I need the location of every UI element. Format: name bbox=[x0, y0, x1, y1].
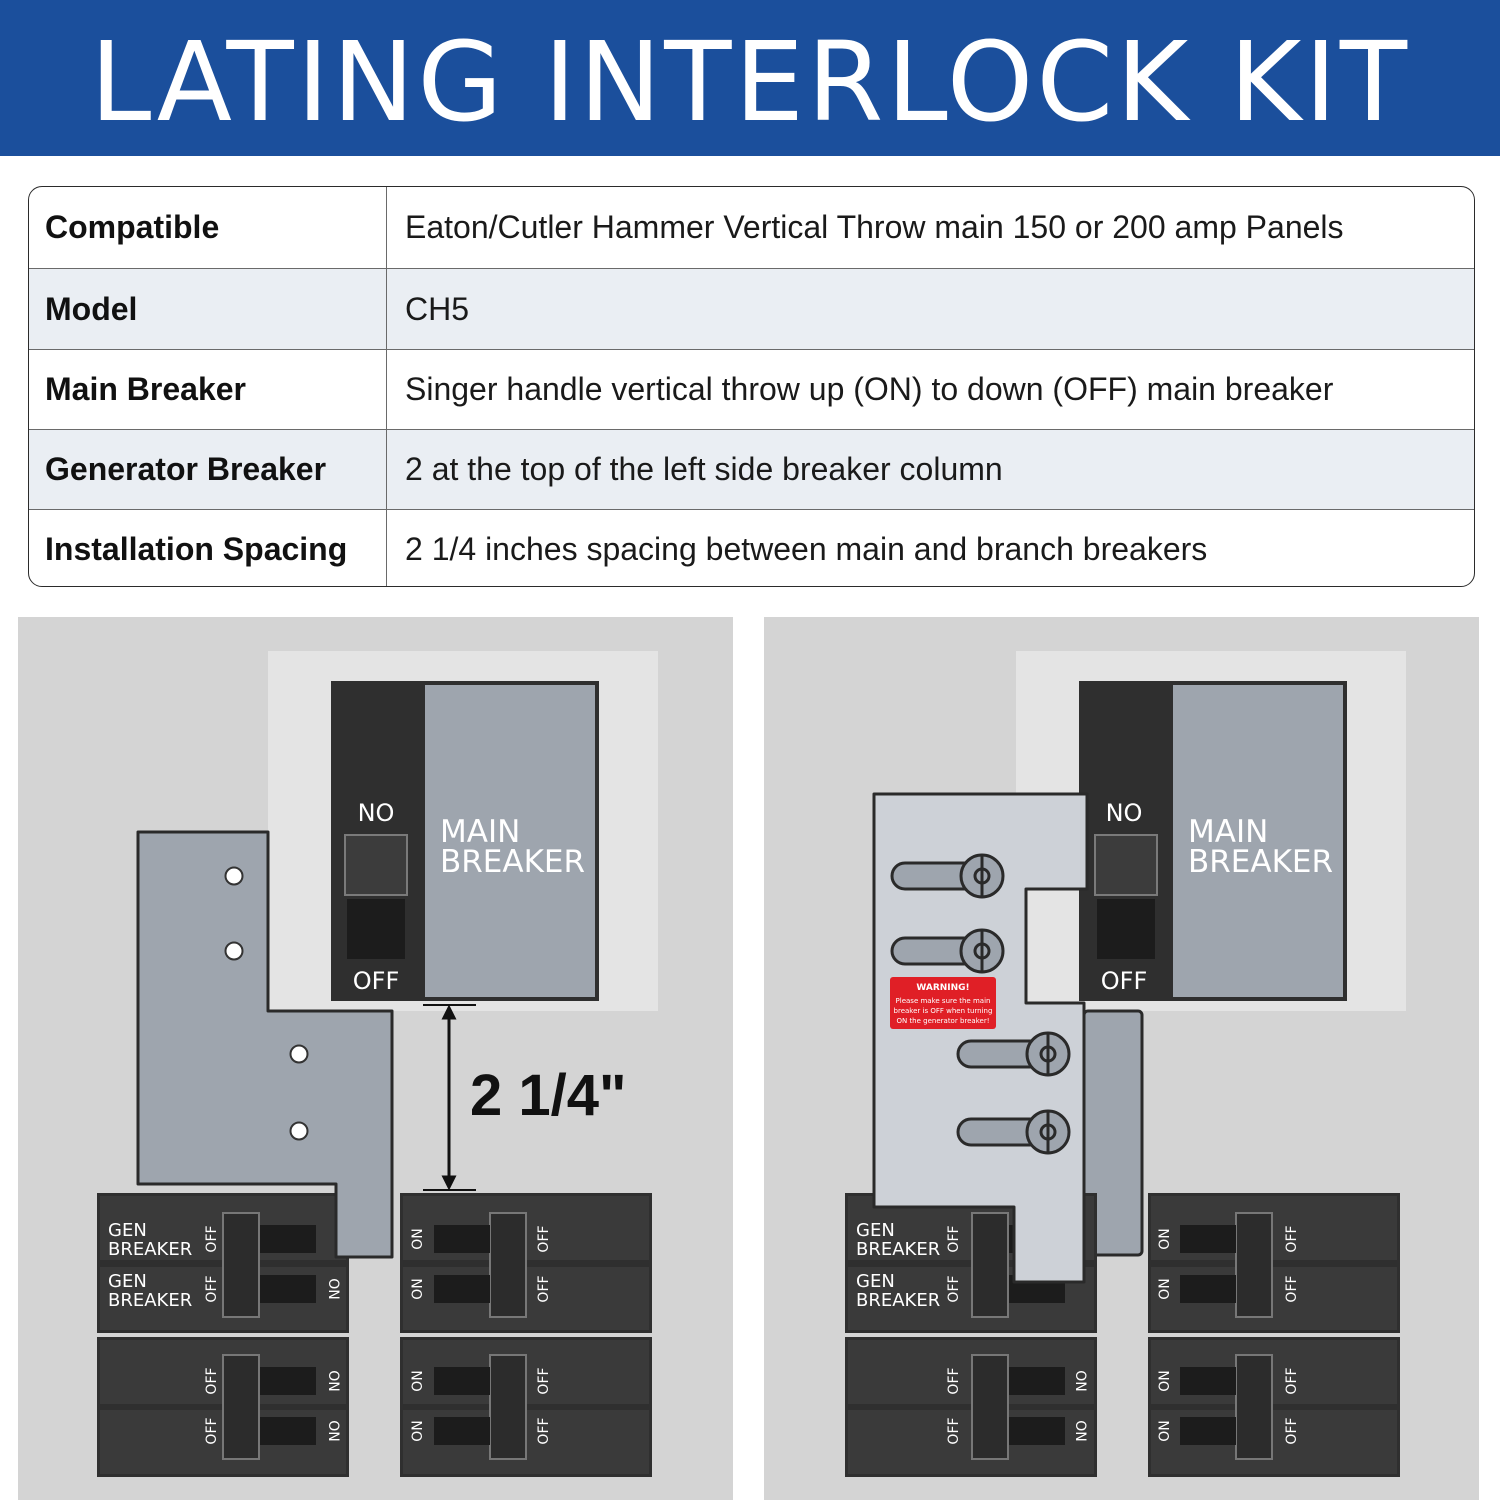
warning-line-2: breaker is OFF when turning bbox=[894, 1007, 993, 1015]
page-title: LATING INTERLOCK KIT bbox=[89, 18, 1411, 146]
spec-value: CH5 bbox=[405, 290, 470, 327]
gen-breaker-label-2: BREAKER bbox=[856, 1290, 940, 1311]
main-breaker: NO OFF MAIN BREAKER bbox=[1079, 681, 1347, 1001]
gen-breaker-label-1: GEN bbox=[108, 1271, 147, 1292]
switch-off-label: OFF bbox=[536, 1275, 552, 1302]
spec-key: Generator Breaker bbox=[29, 430, 387, 509]
switch-off-label: OFF bbox=[1284, 1417, 1300, 1444]
main-breaker: NO OFF MAIN BREAKER bbox=[331, 681, 599, 1001]
switch-off-label: OFF bbox=[946, 1417, 962, 1444]
diagram-spacing: NO OFF MAIN BREAKER GEN BREAKER GEN BREA… bbox=[18, 617, 733, 1500]
switch-on-label: ON bbox=[1072, 1420, 1088, 1442]
main-on-label: NO bbox=[1106, 799, 1143, 827]
right-breaker-column: ON ON ON ON OFF OFF OFF OFF bbox=[1148, 1193, 1400, 1477]
spec-key: Installation Spacing bbox=[29, 510, 387, 586]
warning-label: WARNING! Please make sure the main break… bbox=[890, 977, 996, 1029]
warning-line-3: ON the generator breaker! bbox=[896, 1017, 989, 1025]
spec-key: Main Breaker bbox=[29, 350, 387, 429]
gen-breaker-label-2: BREAKER bbox=[108, 1290, 192, 1311]
switch-on-label: ON bbox=[325, 1420, 341, 1442]
main-off-label: OFF bbox=[1101, 967, 1148, 995]
spec-value: Singer handle vertical throw up (ON) to … bbox=[405, 371, 1334, 407]
gen-breaker-label-2: BREAKER bbox=[108, 1239, 192, 1260]
main-on-label: NO bbox=[358, 799, 395, 827]
switch-off-label: OFF bbox=[946, 1275, 962, 1302]
switch-on-label: ON bbox=[325, 1370, 341, 1392]
spec-value: Eaton/Cutler Hammer Vertical Throw main … bbox=[405, 209, 1344, 245]
switch-off-label: OFF bbox=[536, 1367, 552, 1394]
main-breaker-handle bbox=[1094, 834, 1158, 896]
switch-off-label: OFF bbox=[1284, 1275, 1300, 1302]
right-breaker-column: ON ON ON ON OFF OFF OFF OFF bbox=[400, 1193, 652, 1477]
diagram-installed-svg: NO OFF MAIN BREAKER GEN BREAKER GEN BREA… bbox=[764, 617, 1479, 1500]
switch-on-label: ON bbox=[410, 1278, 426, 1300]
switch-off-label: OFF bbox=[1284, 1367, 1300, 1394]
plate-mounting-holes bbox=[224, 866, 309, 1141]
main-breaker-handle bbox=[344, 834, 408, 896]
switch-off-label: OFF bbox=[204, 1367, 220, 1394]
switch-on-label: ON bbox=[1157, 1278, 1173, 1300]
switch-on-label: ON bbox=[325, 1278, 341, 1300]
main-breaker-name-1: MAIN bbox=[1188, 814, 1268, 850]
switch-on-label: ON bbox=[1157, 1420, 1173, 1442]
interlock-front-plate bbox=[872, 792, 1089, 1284]
plate-slots bbox=[890, 853, 1071, 1155]
spec-table: Compatible Eaton/Cutler Hammer Vertical … bbox=[28, 186, 1475, 587]
switch-on-label: ON bbox=[410, 1420, 426, 1442]
diagram-spacing-svg: NO OFF MAIN BREAKER GEN BREAKER GEN BREA… bbox=[18, 617, 733, 1500]
switch-on-label: ON bbox=[410, 1370, 426, 1392]
spacing-label: 2 1/4" bbox=[470, 1063, 627, 1128]
warning-title: WARNING! bbox=[916, 983, 969, 993]
title-banner: LATING INTERLOCK KIT bbox=[0, 0, 1500, 156]
spec-key: Compatible bbox=[29, 187, 387, 268]
main-off-label: OFF bbox=[353, 967, 400, 995]
switch-off-label: OFF bbox=[536, 1225, 552, 1252]
left-breaker-column: GEN BREAKER GEN BREAKER OFF OFF OFF OFF … bbox=[97, 1193, 349, 1477]
spec-row-main-breaker: Main Breaker Singer handle vertical thro… bbox=[29, 349, 1474, 429]
spec-value: 2 at the top of the left side breaker co… bbox=[405, 451, 1003, 487]
gen-breaker-label-1: GEN bbox=[108, 1220, 147, 1241]
spec-row-installation-spacing: Installation Spacing 2 1/4 inches spacin… bbox=[29, 509, 1474, 586]
spec-row-generator-breaker: Generator Breaker 2 at the top of the le… bbox=[29, 429, 1474, 509]
switch-on-label: ON bbox=[1157, 1228, 1173, 1250]
spec-row-model: Model CH5 bbox=[29, 268, 1474, 349]
interlock-plate bbox=[136, 830, 394, 1259]
switch-off-label: OFF bbox=[946, 1225, 962, 1252]
switch-off-label: OFF bbox=[204, 1225, 220, 1252]
gen-breaker-label-1: GEN bbox=[856, 1220, 895, 1241]
warning-line-1: Please make sure the main bbox=[896, 997, 991, 1005]
main-breaker-name-2: BREAKER bbox=[1188, 844, 1333, 880]
switch-on-label: ON bbox=[410, 1228, 426, 1250]
switch-on-label: ON bbox=[1072, 1370, 1088, 1392]
diagram-installed: NO OFF MAIN BREAKER GEN BREAKER GEN BREA… bbox=[764, 617, 1479, 1500]
spec-key: Model bbox=[29, 269, 387, 349]
switch-off-label: OFF bbox=[204, 1275, 220, 1302]
spec-value: 2 1/4 inches spacing between main and br… bbox=[405, 530, 1208, 567]
switch-off-label: OFF bbox=[1284, 1225, 1300, 1252]
gen-breaker-label-2: BREAKER bbox=[856, 1239, 940, 1260]
spacing-dimension: 2 1/4" bbox=[423, 1004, 627, 1191]
main-breaker-name-1: MAIN bbox=[440, 814, 520, 850]
spec-row-compatible: Compatible Eaton/Cutler Hammer Vertical … bbox=[29, 187, 1474, 268]
gen-breaker-label-1: GEN bbox=[856, 1271, 895, 1292]
main-breaker-name-2: BREAKER bbox=[440, 844, 585, 880]
switch-off-label: OFF bbox=[946, 1367, 962, 1394]
switch-on-label: ON bbox=[1157, 1370, 1173, 1392]
switch-off-label: OFF bbox=[204, 1417, 220, 1444]
switch-off-label: OFF bbox=[536, 1417, 552, 1444]
